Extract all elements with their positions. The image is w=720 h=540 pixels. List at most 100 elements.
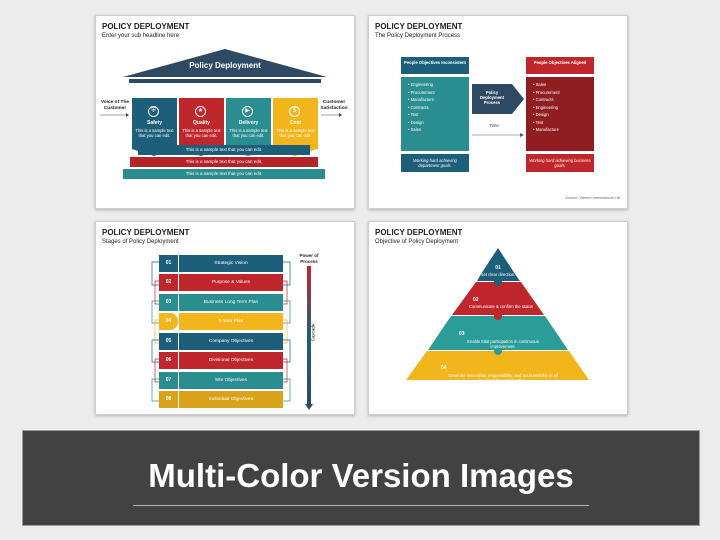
stage-number: 07 <box>159 372 178 389</box>
process-arrow-icon <box>472 84 524 114</box>
list-item: Design <box>533 111 560 119</box>
level-number: 02 <box>473 297 479 303</box>
pyramid-level-4 <box>406 351 589 380</box>
list-item: Sales <box>408 126 435 134</box>
stage-number: 03 <box>159 294 178 311</box>
stage-name: Divisional Objectives <box>179 352 283 369</box>
cascade-label: Cascade <box>310 323 316 342</box>
slide-subtitle: The Policy Deployment Process <box>375 33 461 39</box>
stage-number: 05 <box>159 333 178 350</box>
pillar-label: Safety <box>146 120 162 126</box>
level-text: Generate ownership, responsibility, and … <box>448 373 558 383</box>
list-item: Sales <box>533 81 560 89</box>
level-number: 04 <box>441 365 447 371</box>
stage-name: 5 Year Plan <box>179 313 283 330</box>
roof-label: Policy Deployment <box>189 61 261 70</box>
inconsistent-list-box: Engineering Procurement Manufacture Cont… <box>401 77 469 151</box>
pillar-delivery: ▶ Delivery This is a sample text that yo… <box>226 98 271 156</box>
aligned-list: Sales Procurement Contracts Engineering … <box>533 81 560 134</box>
box-title: People Objectives Inconsistent <box>404 60 466 65</box>
list-item: Engineering <box>408 81 435 89</box>
award-icon: ★ <box>195 106 206 117</box>
slide-subtitle: Objective of Policy Deployment <box>375 239 459 245</box>
pyramid-level-2 <box>452 282 544 315</box>
stage-number: 02 <box>159 274 178 291</box>
slide-3-thumbnail[interactable]: POLICY DEPLOYMENT Stages of Policy Deplo… <box>95 221 355 415</box>
foundation-step-1: This is a sample text that you can edit. <box>138 145 310 155</box>
pillar-quality: ★ Quality This is a sample text that you… <box>179 98 224 156</box>
list-item: Procurement <box>533 89 560 97</box>
list-item: Test <box>408 111 435 119</box>
inconsistent-header: People Objectives Inconsistent <box>401 57 469 74</box>
level-number: 03 <box>459 331 465 337</box>
roof-beam <box>129 79 321 83</box>
slide-title: POLICY DEPLOYMENT <box>102 22 190 31</box>
stage-connectors <box>151 261 291 402</box>
shield-icon: ⛨ <box>148 106 159 117</box>
slide-2-thumbnail[interactable]: POLICY DEPLOYMENT The Policy Deployment … <box>368 15 628 209</box>
stage-name: Individual Objectives <box>179 391 283 408</box>
inconsistent-list: Engineering Procurement Manufacture Cont… <box>408 81 435 134</box>
slide-1-thumbnail[interactable]: POLICY DEPLOYMENT Enter your sub headlin… <box>95 15 355 209</box>
pyramid-level-3 <box>428 316 568 350</box>
box-footer: Working hard achieving department goals. <box>413 158 457 168</box>
pillar-cost: $ Cost This is a sample text that you ca… <box>273 98 318 156</box>
power-of-process-label: Power of Process <box>299 253 319 264</box>
banner-underline <box>133 505 589 506</box>
stage-05: 05 Company Objectives <box>159 333 283 350</box>
foundation-step-3: This is a sample text that you can edit. <box>123 169 325 179</box>
pillar-text: This is a sample text that you can edit. <box>182 128 221 138</box>
voice-of-customer-label: Voice of The Customer <box>100 100 130 111</box>
source-note: Source: Vitesco International Ltd. <box>565 196 621 200</box>
slide-title: POLICY DEPLOYMENT <box>375 22 463 31</box>
stage-name: Strategic Vision <box>179 255 283 272</box>
bottom-banner: Multi-Color Version Images <box>22 430 700 526</box>
stage-02: 02 Purpose & Values <box>159 274 283 291</box>
objective-pyramid <box>406 248 589 380</box>
list-item: Manufacture <box>408 96 435 104</box>
list-item: Procurement <box>408 89 435 97</box>
stage-name: Site Objectives <box>179 372 283 389</box>
slide-title: POLICY DEPLOYMENT <box>102 228 190 237</box>
list-item: Engineering <box>533 104 560 112</box>
slide-title: POLICY DEPLOYMENT <box>375 228 463 237</box>
truck-icon: ▶ <box>242 106 253 117</box>
pillar-text: This is a sample text that you can edit. <box>229 128 268 138</box>
slide-subtitle: Enter your sub headline here <box>102 33 180 39</box>
box-title: People Objectives Aligned <box>533 60 587 65</box>
house-shapes <box>100 49 342 117</box>
stage-07: 07 Site Objectives <box>159 372 283 389</box>
process-arrow-label: Policy Deployment Process <box>480 90 504 105</box>
stage-04: 04 5 Year Plan <box>159 313 283 330</box>
time-arrow-icon <box>472 133 524 137</box>
slide-4-thumbnail[interactable]: POLICY DEPLOYMENT Objective of Policy De… <box>368 221 628 415</box>
pillar-label: Quality <box>193 120 210 126</box>
stage-name: Purpose & Values <box>179 274 283 291</box>
list-item: Design <box>408 119 435 127</box>
pillar-safety: ⛨ Safety This is a sample text that you … <box>132 98 177 156</box>
aligned-footer: Working hard achieving business goals. <box>526 154 594 172</box>
stage-name: Company Objectives <box>179 333 283 350</box>
roof-shape <box>123 49 327 77</box>
cascade-bar <box>305 266 313 410</box>
pyramid-level-1 <box>477 248 520 281</box>
inconsistent-footer: Working hard achieving department goals. <box>401 154 469 172</box>
level-text: Set clear direction. <box>480 272 516 277</box>
banner-title: Multi-Color Version Images <box>148 457 574 494</box>
foundation-step-2: This is a sample text that you can edit. <box>130 157 318 167</box>
list-item: Contracts <box>533 96 560 104</box>
stage-number: 01 <box>159 255 178 272</box>
level-text: Enable total participation in continuous… <box>467 339 539 349</box>
stage-01: 01 Strategic Vision <box>159 255 283 272</box>
list-item: Manufacture <box>533 126 560 134</box>
list-item: Test <box>533 119 560 127</box>
list-item: Contracts <box>408 104 435 112</box>
pillar-label: Cost <box>289 120 302 126</box>
stage-number: 06 <box>159 352 178 369</box>
stage-08: 08 Individual Objectives <box>159 391 283 408</box>
pillar-label: Delivery <box>238 120 259 126</box>
coins-icon: $ <box>289 106 300 117</box>
stage-03: 03 Business Long Term Plan <box>159 294 283 311</box>
level-number: 01 <box>495 265 501 271</box>
box-footer: Working hard achieving business goals. <box>529 158 591 168</box>
